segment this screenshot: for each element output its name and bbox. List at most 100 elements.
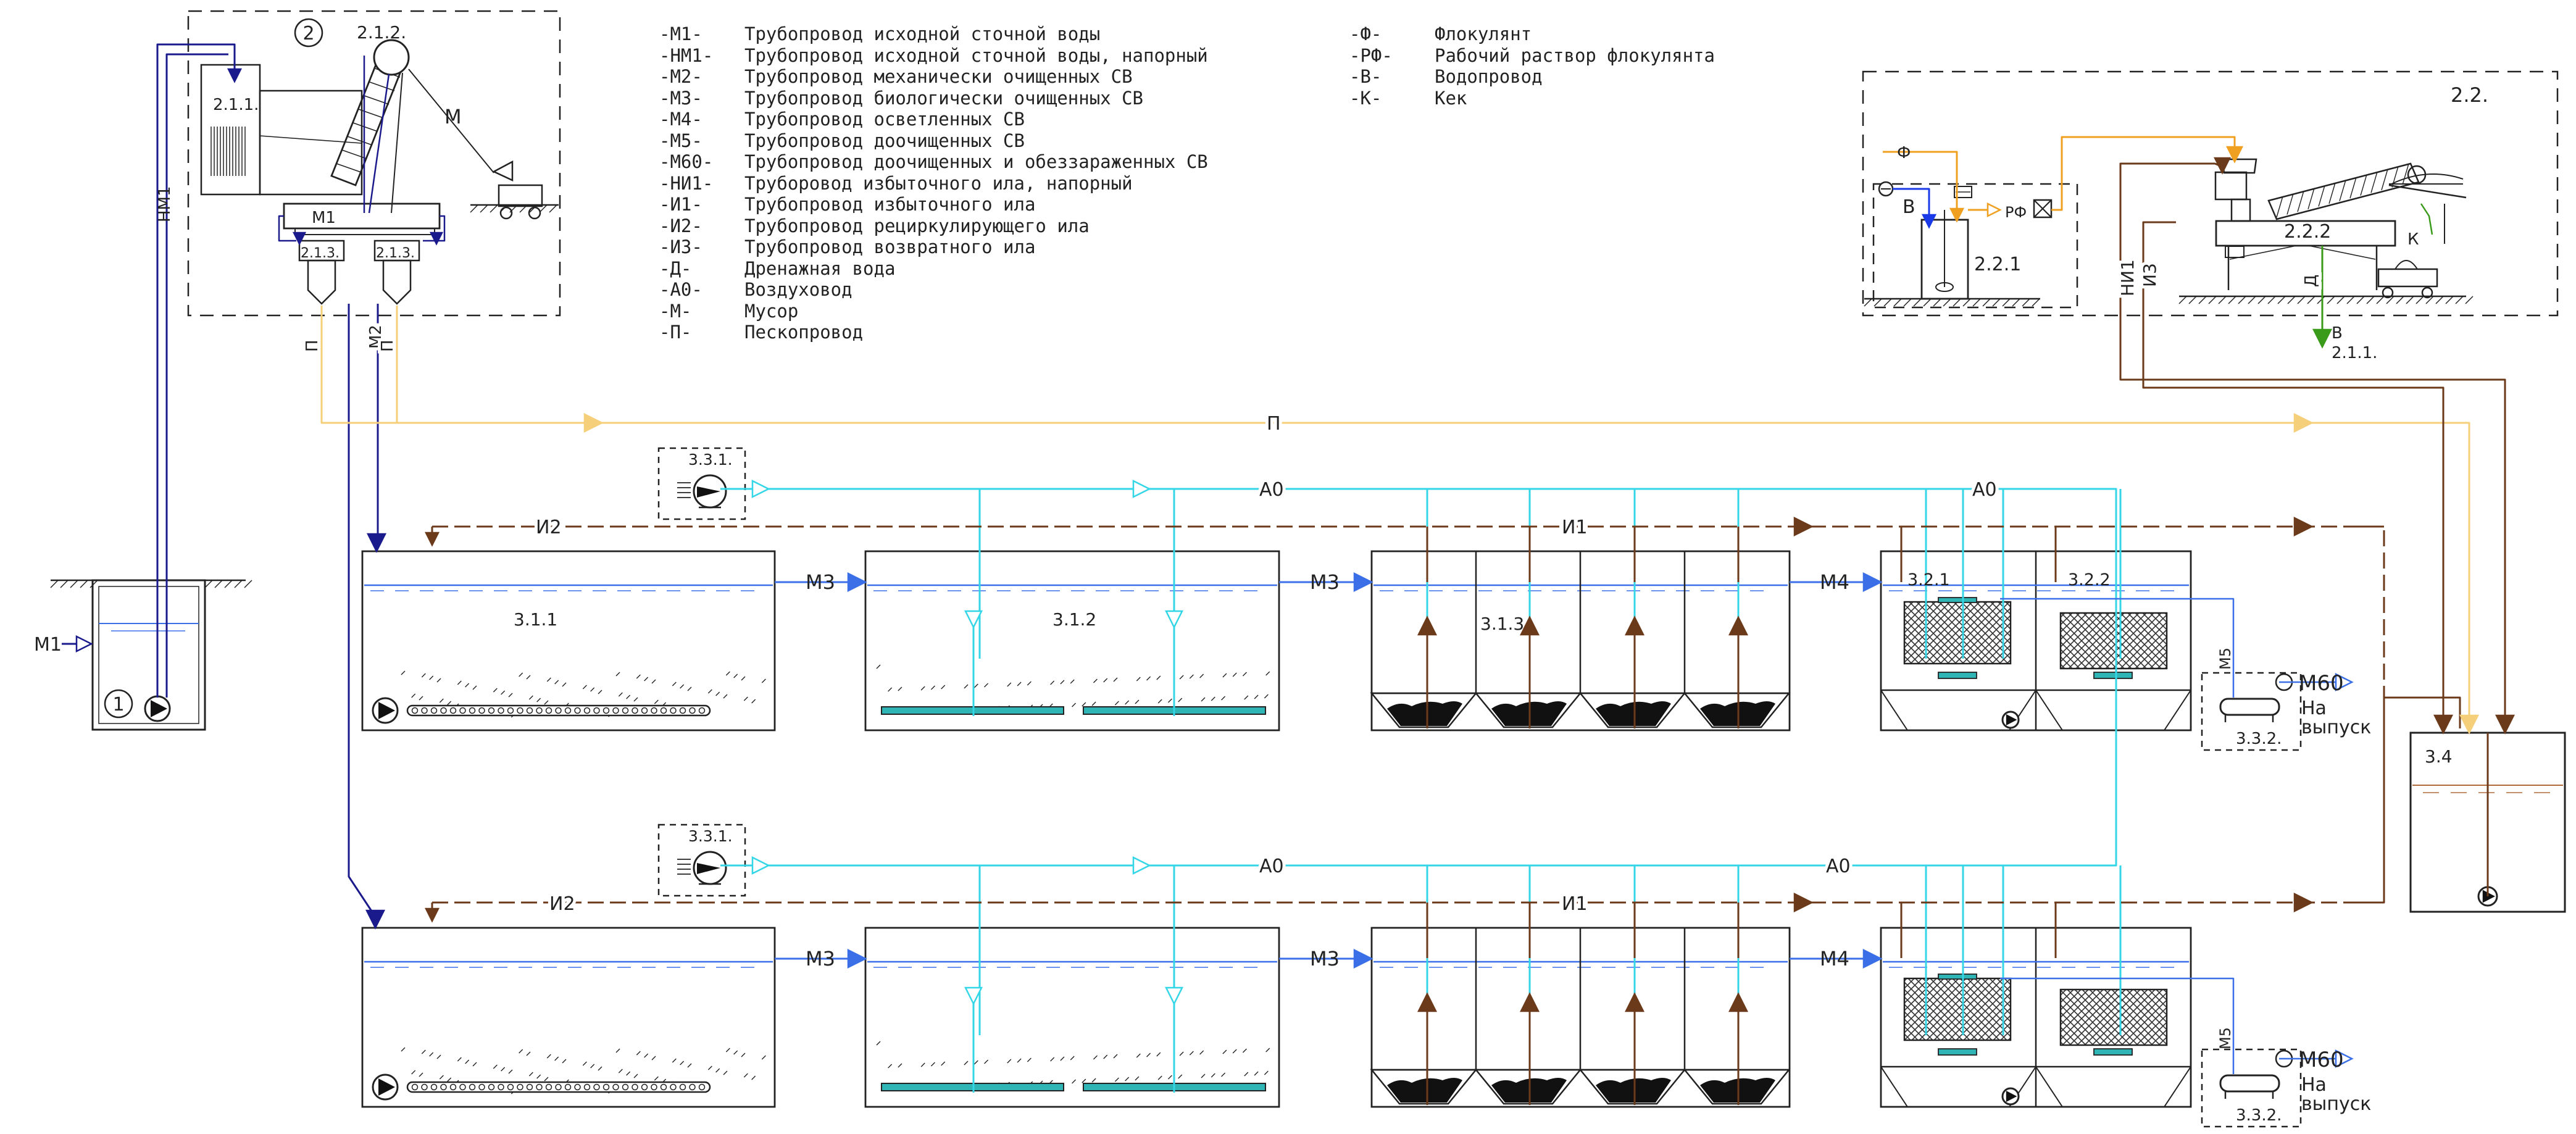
pump-impeller-icon bbox=[2006, 714, 2017, 726]
sediment-mark bbox=[421, 1049, 426, 1054]
aerator-hole bbox=[421, 1083, 428, 1091]
aerator-hole bbox=[583, 707, 591, 714]
aerator-hole bbox=[651, 707, 657, 714]
ground-hatch bbox=[1933, 298, 1941, 307]
blower-label: 3.3.1. bbox=[688, 451, 733, 469]
sediment-mark bbox=[1265, 671, 1270, 676]
legend-text: Трубопровод механически очищенных СВ bbox=[744, 66, 1133, 87]
aeration-tank-311 bbox=[361, 927, 776, 1108]
sediment-mark bbox=[964, 684, 969, 689]
aerator-hole bbox=[507, 707, 514, 714]
clarifier-hopper bbox=[1474, 1069, 1582, 1105]
ground-hatch bbox=[2366, 296, 2375, 304]
legend-right: -Ф-Флокулянт-РФ-Рабочий раствор флокулян… bbox=[1349, 23, 1715, 109]
ground-hatch bbox=[1883, 298, 1892, 307]
sediment-mark bbox=[429, 1052, 434, 1057]
pipe-i2-arrow bbox=[424, 907, 440, 923]
pipe-label-f: Ф bbox=[1897, 144, 1911, 162]
pipe-label-m: М bbox=[444, 105, 462, 128]
ground-hatch bbox=[2238, 296, 2246, 304]
ground-hatch bbox=[2277, 296, 2286, 304]
pipe-m1-arrow bbox=[75, 635, 93, 653]
legend-text: Трубопровод доочищенных и обеззараженных… bbox=[744, 151, 1208, 172]
uv-lamp-icon bbox=[2219, 1074, 2280, 1093]
sediment-mark bbox=[888, 1064, 893, 1069]
aerator-hole bbox=[641, 1083, 648, 1091]
sediment-mark bbox=[898, 1063, 902, 1068]
legend-row: -НМ1-Трубопровод исходной сточной воды, … bbox=[659, 45, 1208, 67]
ground-hatch bbox=[509, 204, 518, 213]
well-number-circle bbox=[104, 689, 133, 719]
sediment-mark bbox=[1103, 678, 1108, 683]
pump-impeller-icon bbox=[2006, 1090, 2017, 1103]
aerator-hole bbox=[526, 1083, 533, 1091]
sediment-mark bbox=[519, 1049, 523, 1054]
aerobic-tank-label: 3.1.2 bbox=[1052, 609, 1096, 630]
sediment-mark bbox=[1060, 680, 1065, 685]
pipe-label-ni1: НИ1 bbox=[2117, 259, 2138, 296]
screw-flight bbox=[2276, 196, 2283, 218]
sediment-mark bbox=[723, 1070, 728, 1075]
ground-hatch bbox=[1874, 298, 1882, 307]
press-foot bbox=[2225, 246, 2245, 258]
pipe-m5 bbox=[2000, 977, 2235, 1074]
ground-hatch bbox=[1982, 298, 1991, 307]
aerator-hole bbox=[411, 1083, 419, 1091]
sediment-mark bbox=[973, 683, 978, 688]
pipe-label-d: Д bbox=[2302, 275, 2320, 287]
ground-hatch bbox=[2297, 296, 2306, 304]
pipe-m4-arrow bbox=[1862, 948, 1883, 969]
pipe-label-i2: И2 bbox=[536, 517, 562, 538]
sediment-mark bbox=[888, 687, 893, 692]
sediment-mark bbox=[1060, 1056, 1065, 1061]
aerator-hole bbox=[698, 1083, 706, 1091]
pipe-ni1 bbox=[2119, 162, 2506, 733]
aerator-hole bbox=[593, 1083, 600, 1091]
uv-unit-bottom bbox=[2201, 1048, 2302, 1128]
blower-bottom bbox=[657, 823, 746, 897]
aerator-hole bbox=[612, 1083, 619, 1091]
sediment-mark bbox=[741, 1053, 746, 1057]
clarifier-hopper bbox=[1474, 692, 1582, 728]
uv-unit-top bbox=[2201, 672, 2302, 751]
sediment-mark bbox=[636, 1051, 641, 1056]
aerator-hole bbox=[517, 707, 523, 714]
sediment-mark bbox=[590, 1064, 595, 1069]
screw-flight bbox=[352, 122, 378, 132]
pipe-rf-arrow bbox=[1986, 202, 2002, 218]
block-22-label: 2.2. bbox=[2451, 83, 2488, 107]
ground-hatch bbox=[2012, 298, 2020, 307]
sediment-mark bbox=[984, 1059, 989, 1064]
aerobic-tank-312 bbox=[864, 550, 1280, 732]
filter-hopper bbox=[1880, 690, 1908, 731]
sediment-mark bbox=[1199, 1050, 1204, 1055]
sediment-mark bbox=[1211, 696, 1215, 701]
legend-code: -М- bbox=[659, 300, 692, 322]
sediment-mark bbox=[618, 1069, 623, 1074]
aerator-hole bbox=[536, 1083, 543, 1091]
aerobic-tank-312 bbox=[864, 927, 1280, 1108]
ground-hatch bbox=[2346, 296, 2355, 304]
ground-hatch bbox=[470, 204, 478, 213]
sediment-mark bbox=[941, 1061, 946, 1066]
screw-flight bbox=[2307, 188, 2315, 209]
sediment-mark bbox=[439, 1075, 444, 1080]
ground-hatch bbox=[2435, 296, 2444, 304]
legend-text: Трубопровод доочищенных СВ bbox=[744, 130, 1025, 151]
sediment-mark bbox=[707, 689, 712, 694]
legend-code: -В- bbox=[1349, 66, 1382, 87]
pipe-a0 bbox=[720, 488, 2117, 574]
sand-hopper bbox=[382, 259, 412, 305]
trash-bin-arrow bbox=[492, 160, 514, 181]
legend-row: -И2-Трубопровод рециркулирующего ила bbox=[659, 215, 1208, 237]
pipe-label-drain-target: 2.1.1. bbox=[2332, 344, 2377, 362]
sediment-mark bbox=[508, 1069, 513, 1074]
sand-trap-label: 2.1.3. bbox=[376, 246, 415, 261]
sediment-mark bbox=[493, 1064, 498, 1069]
aerator-hole bbox=[449, 707, 457, 714]
sediment-mark bbox=[876, 664, 881, 669]
sludge-airlift-arrow bbox=[1624, 992, 1645, 1012]
sediment-mark bbox=[1264, 1070, 1269, 1075]
legend-text: Водопровод bbox=[1435, 66, 1543, 87]
pipe-label-i1: И1 bbox=[1562, 893, 1588, 915]
